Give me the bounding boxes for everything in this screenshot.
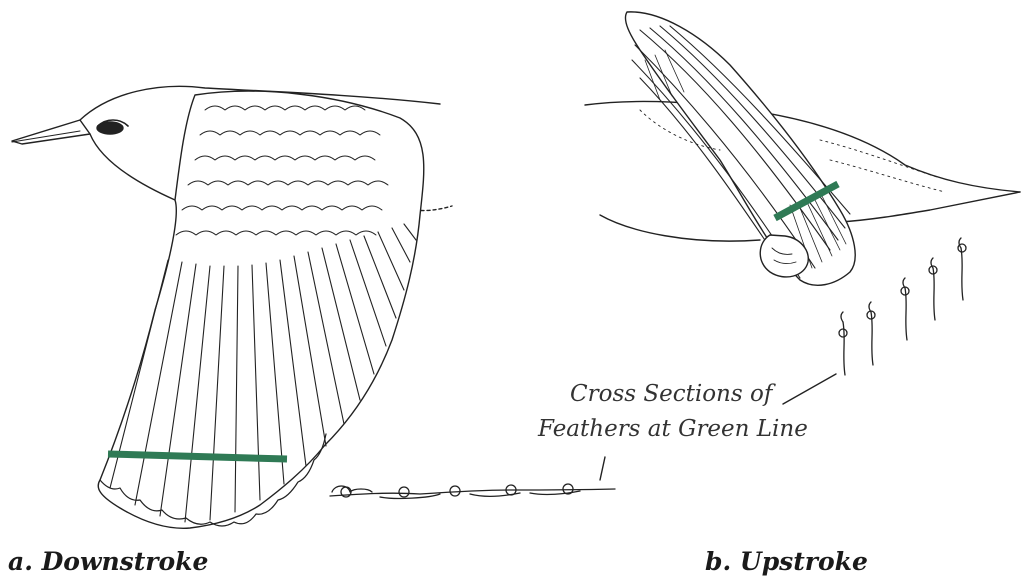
downstroke-cross-sections bbox=[330, 484, 615, 498]
caption-upstroke: b. Upstroke bbox=[705, 549, 868, 574]
callout-pointer-up bbox=[783, 374, 836, 404]
callout-line-1: Cross Sections of bbox=[570, 383, 772, 406]
upstroke-cross-sections bbox=[839, 238, 966, 375]
callout-pointer-down bbox=[600, 457, 605, 480]
callout-line-2: Feathers at Green Line bbox=[538, 418, 808, 441]
caption-downstroke: a. Downstroke bbox=[8, 549, 208, 574]
upstroke-bird bbox=[585, 12, 1020, 285]
downstroke-bird bbox=[12, 86, 452, 528]
